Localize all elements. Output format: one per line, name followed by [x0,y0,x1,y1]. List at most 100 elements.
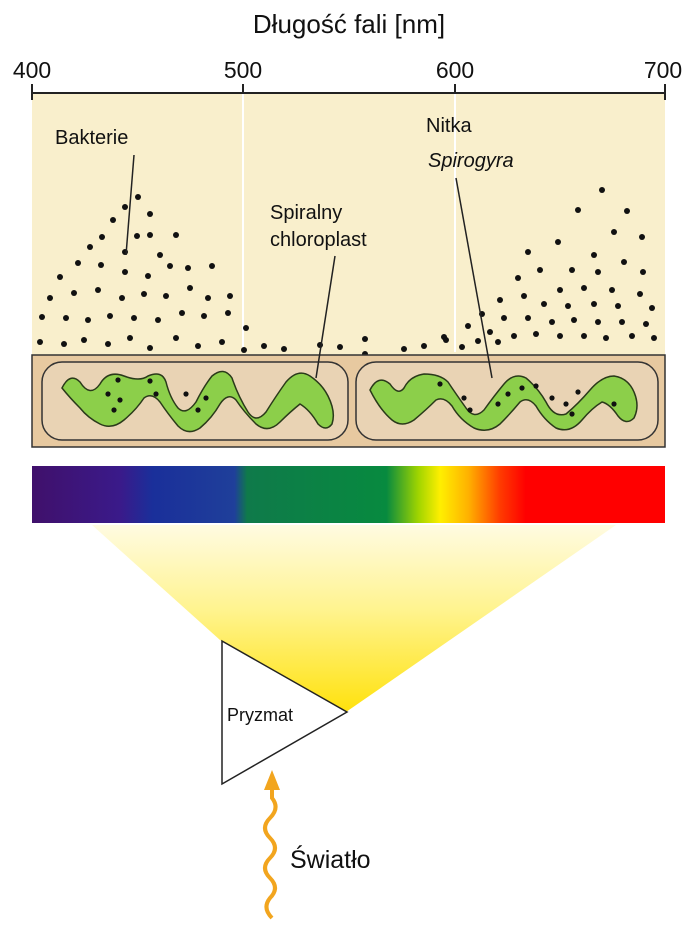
tick-label-700: 700 [644,57,682,83]
bacterium-dot [107,313,113,319]
bacterium-dot [75,260,81,266]
bacterium-dot [603,335,609,341]
bacterium-dot [219,339,225,345]
light-spectrum-bar [32,466,665,523]
bacterium-dot [47,295,53,301]
chloroplast-label-line2: chloroplast [270,229,367,251]
light-wave-icon [265,787,276,918]
bacterium-dot [475,338,481,344]
bacterium-dot [110,217,116,223]
bacterium-dot [501,315,507,321]
bacterium-dot [337,344,343,350]
bacterium-dot [581,333,587,339]
bacterium-dot [122,269,128,275]
bacterium-dot [105,341,111,347]
bacterium-dot [621,259,627,265]
bacterium-dot [571,317,577,323]
bacterium-dot [581,285,587,291]
bacterium-dot [261,343,267,349]
bacterium-dot [185,265,191,271]
bacterium-dot [362,336,368,342]
bacterium-dot [519,385,524,390]
bacterium-dot [37,339,43,345]
bacterium-dot [201,313,207,319]
bacterium-dot [241,347,247,353]
bacterium-dot [537,267,543,273]
bacterium-dot [624,208,630,214]
bacterium-dot [557,333,563,339]
bacterium-dot [134,233,140,239]
bacterium-dot [203,395,208,400]
bacterium-dot [61,341,67,347]
bacterium-dot [643,321,649,327]
bacterium-dot [640,269,646,275]
bacterium-dot [173,232,179,238]
bacterium-dot [611,401,616,406]
bacterium-dot [437,381,442,386]
bacterium-dot [195,407,200,412]
bacterium-dot [122,204,128,210]
bacterium-dot [541,301,547,307]
bacterium-dot [141,291,147,297]
diagram-title: Długość fali [nm] [253,9,445,39]
bacterium-dot [163,293,169,299]
bacterium-dot [157,252,163,258]
tick-label-400: 400 [13,57,51,83]
bacterium-dot [569,267,575,273]
bacterium-dot [81,337,87,343]
bacterium-dot [549,395,554,400]
bacterium-dot [167,263,173,269]
bacterium-dot [205,295,211,301]
bacterium-dot [147,378,152,383]
filament-label-line1: Nitka [426,115,472,137]
bacterium-dot [649,305,655,311]
light-label: Światło [290,844,371,874]
bacterium-dot [619,319,625,325]
bacterium-dot [117,397,122,402]
bacterium-dot [497,297,503,303]
bacterium-dot [127,335,133,341]
bacterium-dot [225,310,231,316]
bacterium-dot [599,187,605,193]
bacterium-dot [525,315,531,321]
bacterium-dot [595,269,601,275]
bacterium-dot [515,275,521,281]
bacterium-dot [461,395,466,400]
bacterium-dot [105,391,110,396]
bacterium-dot [459,344,465,350]
bacterium-dot [609,287,615,293]
tick-label-500: 500 [224,57,262,83]
bacterium-dot [39,314,45,320]
bacterium-dot [465,323,471,329]
bacterium-dot [145,273,151,279]
bacterium-dot [115,377,120,382]
bacterium-dot [57,274,63,280]
bacterium-dot [615,303,621,309]
bacterium-dot [637,291,643,297]
bacterium-dot [569,411,574,416]
bacterium-dot [155,317,161,323]
bacterium-dot [651,335,657,341]
bacterium-dot [557,287,563,293]
tick-label-600: 600 [436,57,474,83]
bacterium-dot [595,319,601,325]
bacterium-dot [63,315,69,321]
bacterium-dot [147,211,153,217]
bacterium-dot [173,335,179,341]
bacterium-dot [421,343,427,349]
bacterium-dot [147,232,153,238]
prism-label: Pryzmat [227,705,293,725]
bacterium-dot [549,319,555,325]
bacterium-dot [467,407,472,412]
bacterium-dot [183,391,188,396]
bacterium-dot [495,339,501,345]
bacterium-dot [611,229,617,235]
bacterium-dot [227,293,233,299]
bacterium-dot [85,317,91,323]
bacterium-dot [591,252,597,258]
chloroplast-label-line1: Spiralny [270,202,342,224]
bacterium-dot [565,303,571,309]
bacterium-dot [135,194,141,200]
bacterium-dot [111,407,116,412]
